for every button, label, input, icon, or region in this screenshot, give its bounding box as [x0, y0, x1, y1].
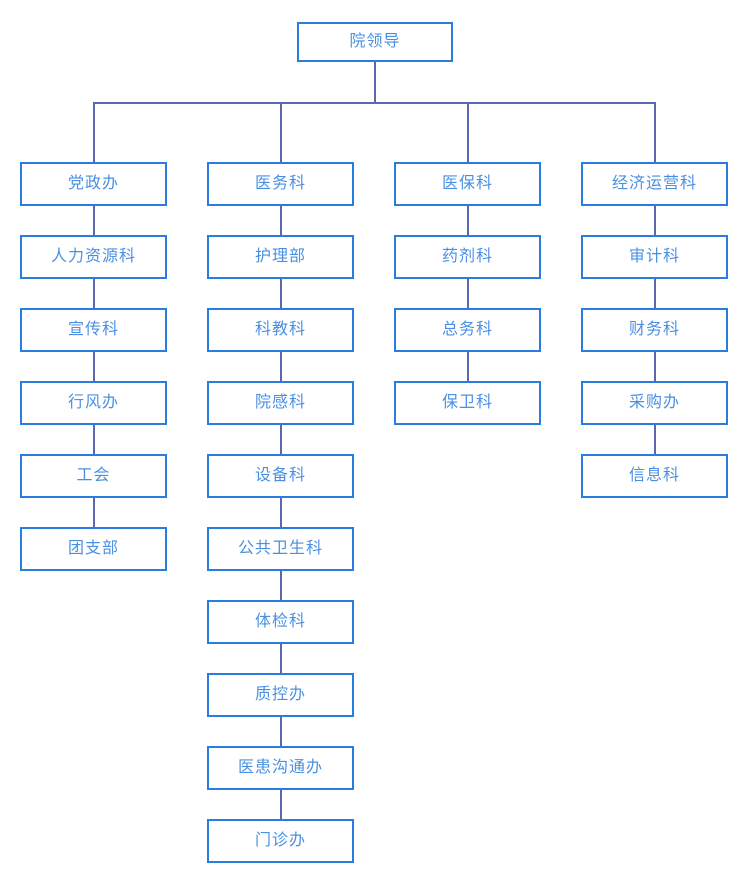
connector-line: [466, 206, 469, 235]
org-node: 设备科: [207, 454, 354, 498]
org-node: 保卫科: [394, 381, 541, 425]
connector-line: [653, 206, 656, 235]
connector-line: [279, 644, 282, 673]
org-node: 总务科: [394, 308, 541, 352]
org-node: 公共卫生科: [207, 527, 354, 571]
connector-line: [279, 571, 282, 600]
connector-line: [92, 352, 95, 381]
org-node: 党政办: [20, 162, 167, 206]
connector-line: [466, 279, 469, 308]
org-node: 医保科: [394, 162, 541, 206]
org-node: 人力资源科: [20, 235, 167, 279]
org-node: 院感科: [207, 381, 354, 425]
org-node: 药剂科: [394, 235, 541, 279]
org-node: 医患沟通办: [207, 746, 354, 790]
connector-line: [279, 498, 282, 527]
connector-line: [92, 206, 95, 235]
connector-line: [653, 279, 656, 308]
org-node: 信息科: [581, 454, 728, 498]
org-node: 采购办: [581, 381, 728, 425]
connector-line: [279, 352, 282, 381]
connector-line: [653, 352, 656, 381]
org-node: 护理部: [207, 235, 354, 279]
connector-line: [92, 102, 95, 162]
connector-line: [466, 352, 469, 381]
org-node: 体检科: [207, 600, 354, 644]
connector-rail: [92, 102, 656, 104]
org-node: 医务科: [207, 162, 354, 206]
org-node: 审计科: [581, 235, 728, 279]
org-node-root: 院领导: [297, 22, 453, 62]
org-node: 宣传科: [20, 308, 167, 352]
org-node: 门诊办: [207, 819, 354, 863]
org-node: 行风办: [20, 381, 167, 425]
connector-line: [92, 425, 95, 454]
connector-line: [279, 425, 282, 454]
org-node: 工会: [20, 454, 167, 498]
connector-line: [653, 102, 656, 162]
org-node: 科教科: [207, 308, 354, 352]
connector-line: [279, 790, 282, 819]
connector-line: [653, 425, 656, 454]
connector-line: [279, 717, 282, 746]
connector-line: [279, 206, 282, 235]
connector-line: [279, 279, 282, 308]
connector-line: [92, 279, 95, 308]
connector-line: [374, 62, 376, 104]
connector-line: [279, 102, 282, 162]
connector-line: [466, 102, 469, 162]
org-node: 团支部: [20, 527, 167, 571]
org-node: 质控办: [207, 673, 354, 717]
connector-line: [92, 498, 95, 527]
org-node: 经济运营科: [581, 162, 728, 206]
org-node: 财务科: [581, 308, 728, 352]
